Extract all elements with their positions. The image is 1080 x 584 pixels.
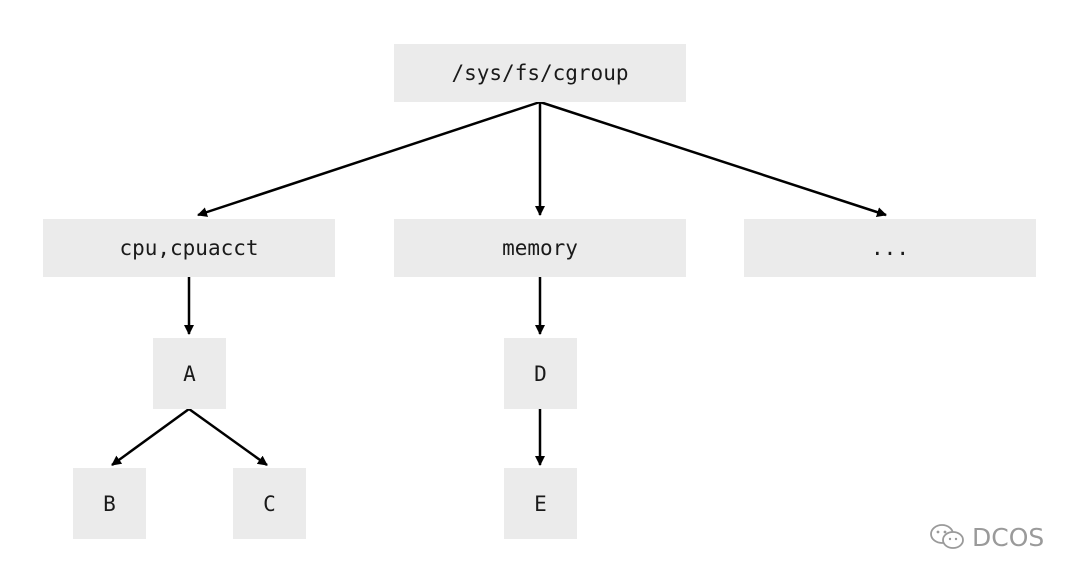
node-root: /sys/fs/cgroup (394, 44, 686, 102)
node-d: D (504, 338, 577, 409)
node-c: C (233, 468, 306, 539)
node-memory: memory (394, 219, 686, 277)
watermark-text: DCOS (972, 522, 1045, 552)
edge-root-to-cpu (197, 100, 541, 217)
node-other: ... (744, 219, 1036, 277)
watermark: DCOS (928, 522, 1044, 552)
wechat-icon (930, 524, 964, 549)
edge-a-to-c (188, 407, 268, 467)
node-e: E (504, 468, 577, 539)
edge-a-to-b (111, 407, 190, 467)
edge-root-to-other (539, 100, 887, 217)
node-cpu-cpuacct: cpu,cpuacct (43, 219, 335, 277)
node-a: A (153, 338, 226, 409)
node-b: B (73, 468, 146, 539)
